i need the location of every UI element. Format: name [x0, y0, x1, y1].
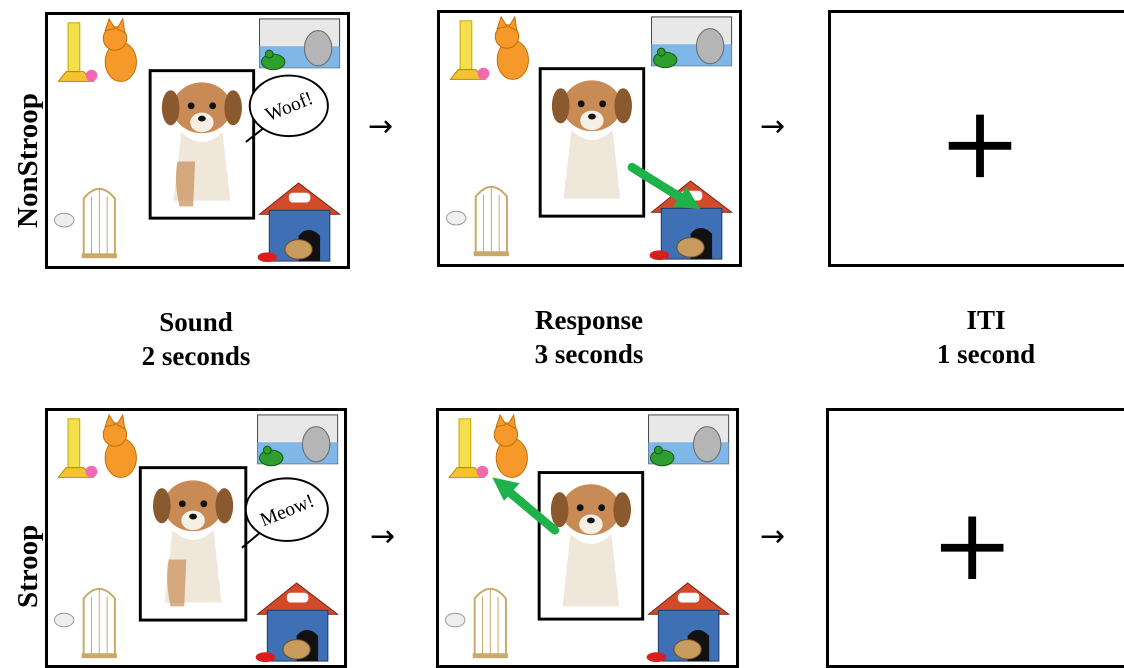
row-label-stroop: Stroop — [12, 524, 44, 608]
row-label-nonstroop: NonStroop — [12, 93, 44, 228]
flow-arrow: → — [368, 109, 394, 144]
phase-title: Response — [534, 305, 643, 335]
bird-cage-icon — [53, 587, 117, 659]
bird-cage-icon — [444, 587, 508, 659]
cat-with-scratching-post-icon — [449, 15, 529, 80]
stroop-iti-panel — [826, 408, 1124, 668]
stroop-response-panel — [436, 408, 739, 668]
phase-duration: 1 second — [936, 339, 1036, 369]
frog-aquarium-icon — [257, 414, 339, 467]
nonstroop-iti-panel — [828, 10, 1124, 267]
dog-house-icon — [257, 182, 342, 263]
puppy-photo — [538, 67, 646, 218]
phase-duration: 3 seconds — [534, 339, 644, 369]
cat-with-scratching-post-icon — [448, 413, 528, 478]
phase-caption-iti: ITI 1 second — [866, 303, 1106, 371]
response-arrow — [492, 477, 560, 535]
response-arrow — [627, 162, 701, 210]
phase-title: ITI — [966, 305, 1006, 335]
flow-arrow: → — [370, 519, 396, 554]
puppy-photo — [148, 69, 256, 220]
cat-with-scratching-post-icon — [57, 17, 137, 82]
speech-bubble: Woof! — [245, 74, 329, 143]
nonstroop-sound-panel: Woof! — [45, 12, 350, 269]
bird-cage-icon — [53, 187, 117, 259]
dog-house-icon — [646, 582, 731, 663]
flow-arrow: → — [760, 109, 786, 144]
flow-arrow: → — [760, 519, 786, 554]
frog-aquarium-icon — [651, 16, 733, 69]
frog-aquarium-icon — [648, 414, 730, 467]
phase-caption-response: Response 3 seconds — [469, 303, 709, 371]
dog-house-icon — [255, 582, 340, 663]
dog-house-icon — [649, 180, 734, 261]
stroop-sound-panel: Meow! — [45, 408, 347, 668]
phase-title: Sound — [159, 307, 233, 337]
bird-cage-icon — [445, 185, 509, 257]
phase-duration: 2 seconds — [141, 341, 251, 371]
cat-with-scratching-post-icon — [57, 413, 137, 478]
nonstroop-response-panel — [437, 10, 742, 267]
phase-caption-sound: Sound 2 seconds — [76, 305, 316, 373]
frog-aquarium-icon — [259, 18, 341, 71]
speech-bubble: Meow! — [241, 477, 329, 549]
puppy-photo — [537, 471, 645, 621]
puppy-photo — [138, 466, 248, 622]
